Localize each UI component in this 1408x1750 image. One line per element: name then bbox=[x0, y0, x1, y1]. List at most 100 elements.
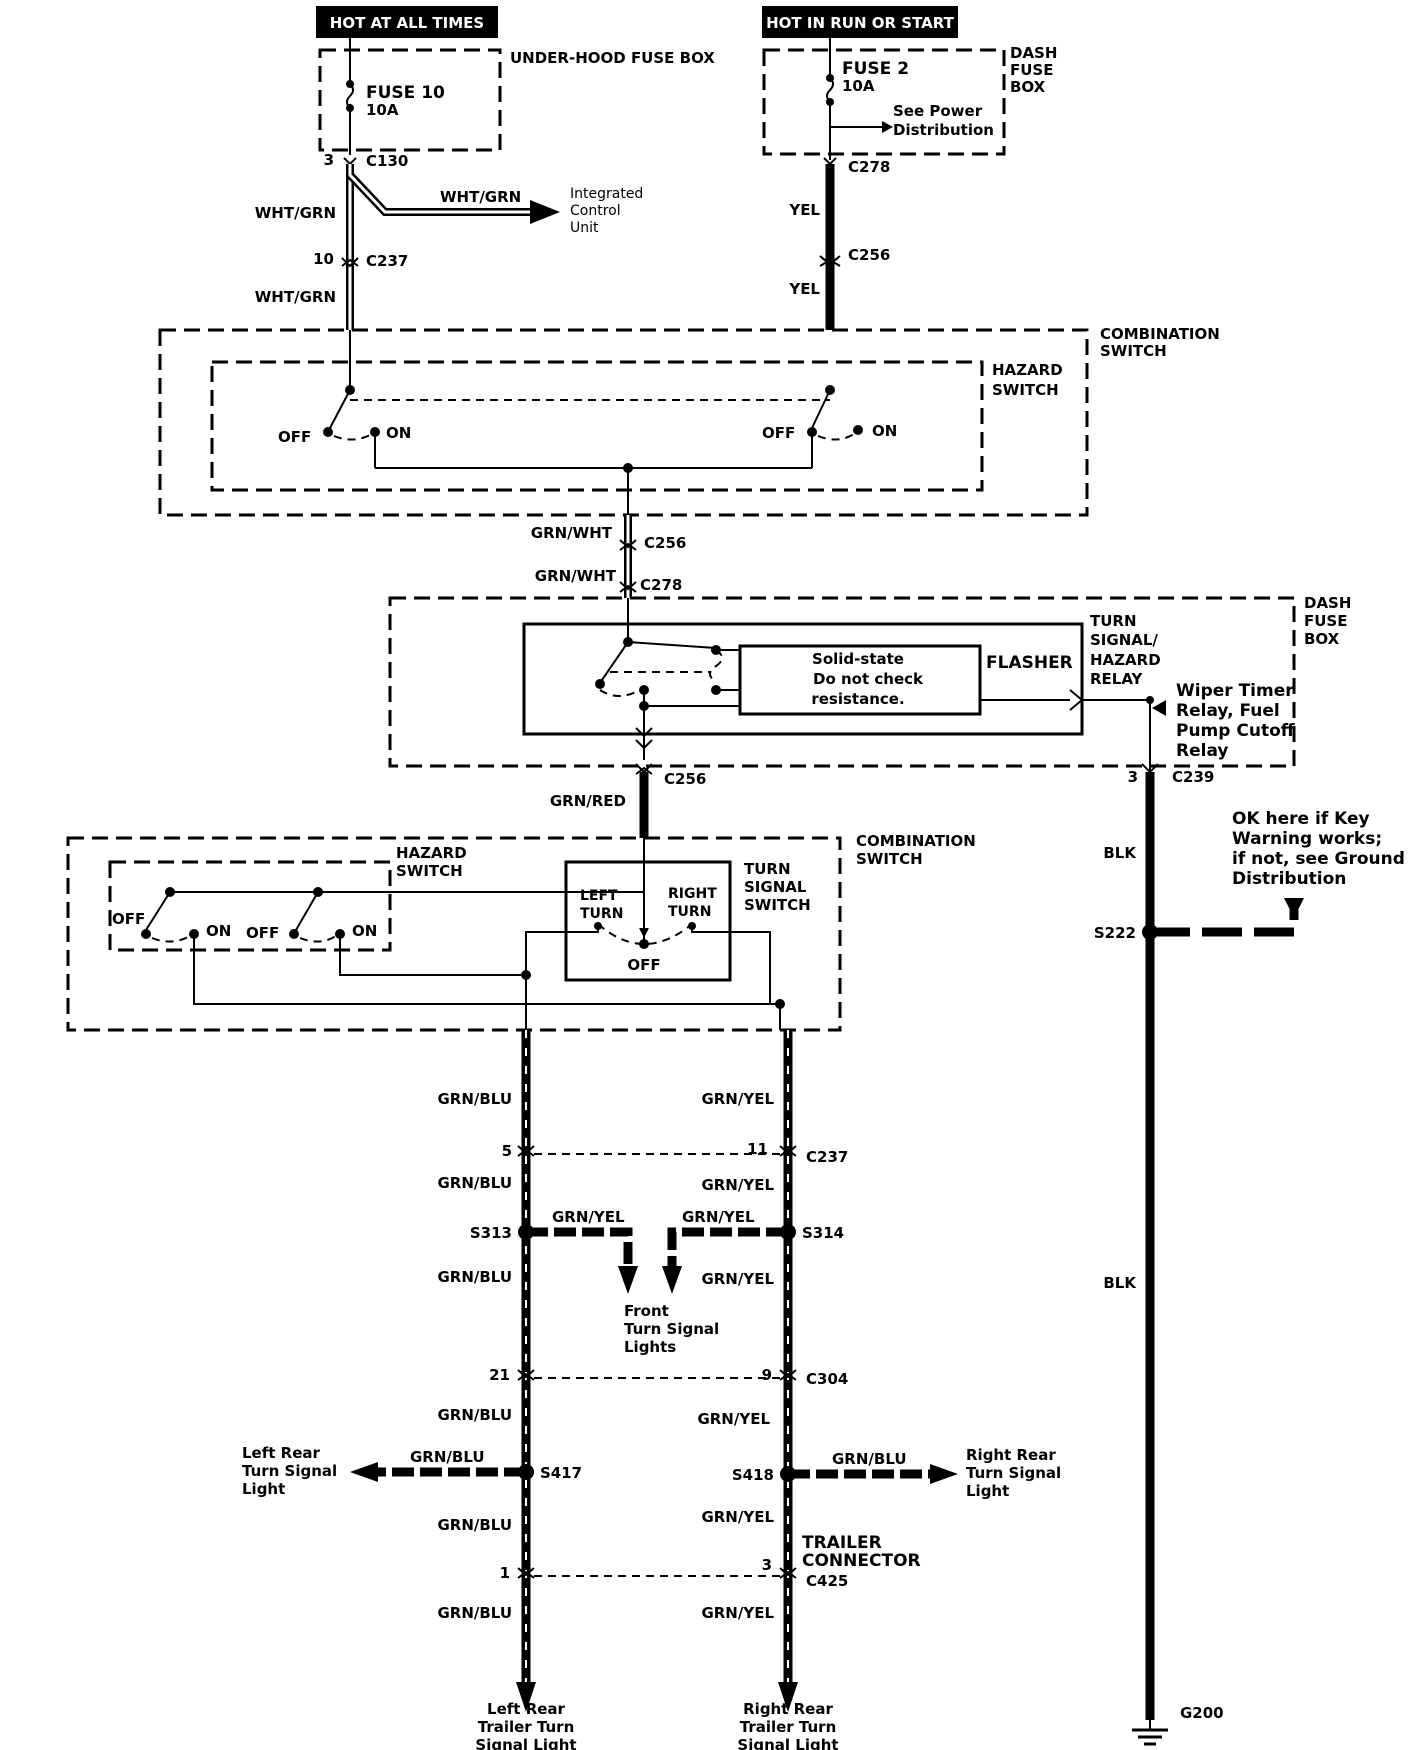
svg-text:TURN: TURN bbox=[1090, 612, 1137, 630]
svg-text:Light: Light bbox=[242, 1480, 285, 1498]
svg-text:CONNECTOR: CONNECTOR bbox=[802, 1551, 921, 1571]
svg-text:11: 11 bbox=[747, 1140, 768, 1158]
svg-text:Warning works;: Warning works; bbox=[1232, 829, 1382, 849]
grn-yel-circuit: GRN/YEL GRN/YEL GRN/YEL GRN/YEL GRN/YEL … bbox=[534, 1030, 1061, 1750]
svg-text:FLASHER: FLASHER bbox=[986, 653, 1073, 673]
svg-text:TURN: TURN bbox=[668, 904, 711, 920]
svg-text:Trailer Turn: Trailer Turn bbox=[740, 1718, 837, 1736]
combination-switch-top: COMBINATION SWITCH HAZARD SWITCH OFF ON … bbox=[158, 325, 1220, 517]
svg-text:Turn Signal: Turn Signal bbox=[624, 1320, 719, 1338]
svg-text:See Power: See Power bbox=[893, 102, 983, 120]
svg-text:BOX: BOX bbox=[1010, 78, 1046, 96]
yel-supply: C278 YEL C256 YEL bbox=[788, 157, 890, 330]
svg-text:3: 3 bbox=[1128, 768, 1138, 786]
fuse-2-label: FUSE 2 bbox=[842, 59, 909, 79]
svg-text:ON: ON bbox=[206, 922, 231, 940]
svg-text:C130: C130 bbox=[366, 152, 408, 170]
svg-text:Right Rear: Right Rear bbox=[966, 1446, 1056, 1464]
svg-text:ON: ON bbox=[352, 922, 377, 940]
svg-text:C256: C256 bbox=[644, 534, 686, 552]
svg-text:GRN/YEL: GRN/YEL bbox=[552, 1208, 625, 1226]
svg-text:C425: C425 bbox=[806, 1572, 848, 1590]
svg-text:Signal Light: Signal Light bbox=[475, 1736, 576, 1750]
hot-at-all-times-tab: HOT AT ALL TIMES bbox=[316, 6, 498, 38]
svg-text:ON: ON bbox=[386, 424, 411, 442]
svg-text:if not, see Ground: if not, see Ground bbox=[1232, 849, 1405, 869]
svg-text:Relay, Fuel: Relay, Fuel bbox=[1176, 701, 1280, 721]
svg-text:1: 1 bbox=[500, 1564, 510, 1582]
svg-text:GRN/BLU: GRN/BLU bbox=[437, 1174, 512, 1192]
blk-ground: 3 C239 BLK BLK S222 OK here if Key Warni… bbox=[1094, 763, 1405, 1746]
svg-text:ON: ON bbox=[872, 422, 897, 440]
svg-text:FUSE: FUSE bbox=[1010, 61, 1053, 79]
svg-text:SWITCH: SWITCH bbox=[992, 381, 1059, 399]
svg-text:HOT IN RUN OR START: HOT IN RUN OR START bbox=[766, 14, 955, 32]
svg-text:BOX: BOX bbox=[1304, 630, 1340, 648]
svg-text:3: 3 bbox=[762, 1556, 772, 1574]
svg-text:WHT/GRN: WHT/GRN bbox=[255, 288, 336, 306]
svg-text:C278: C278 bbox=[848, 158, 890, 176]
svg-text:21: 21 bbox=[489, 1366, 510, 1384]
svg-text:Pump Cutoff: Pump Cutoff bbox=[1176, 721, 1295, 741]
dash-fuse-box-top: DASH FUSE BOX FUSE 2 10A See Power Distr… bbox=[762, 38, 1057, 160]
svg-text:C304: C304 bbox=[806, 1370, 848, 1388]
svg-text:10: 10 bbox=[313, 250, 334, 268]
svg-text:3: 3 bbox=[324, 151, 334, 169]
svg-text:OFF: OFF bbox=[762, 424, 795, 442]
svg-text:Light: Light bbox=[966, 1482, 1009, 1500]
svg-text:Signal Light: Signal Light bbox=[737, 1736, 838, 1750]
svg-text:LEFT: LEFT bbox=[580, 888, 618, 904]
svg-text:C237: C237 bbox=[806, 1148, 848, 1166]
svg-text:DASH: DASH bbox=[1010, 44, 1057, 62]
svg-text:DASH: DASH bbox=[1304, 594, 1351, 612]
turn-signal-hazard-relay: DASH FUSE BOX TURN SIGNAL/ HAZARD RELAY … bbox=[388, 594, 1351, 770]
svg-text:S418: S418 bbox=[732, 1466, 774, 1484]
svg-text:Distribution: Distribution bbox=[1232, 869, 1346, 889]
svg-text:OK here if Key: OK here if Key bbox=[1232, 809, 1370, 829]
svg-text:UNDER-HOOD FUSE BOX: UNDER-HOOD FUSE BOX bbox=[510, 49, 715, 67]
svg-text:GRN/YEL: GRN/YEL bbox=[697, 1410, 770, 1428]
svg-text:COMBINATION: COMBINATION bbox=[856, 832, 976, 850]
svg-text:GRN/YEL: GRN/YEL bbox=[701, 1270, 774, 1288]
svg-text:10A: 10A bbox=[366, 101, 399, 119]
svg-text:SWITCH: SWITCH bbox=[396, 862, 463, 880]
svg-text:SIGNAL/: SIGNAL/ bbox=[1090, 631, 1158, 649]
svg-text:FUSE: FUSE bbox=[1304, 612, 1347, 630]
svg-text:C256: C256 bbox=[848, 246, 890, 264]
svg-text:OFF: OFF bbox=[627, 956, 660, 974]
svg-text:BLK: BLK bbox=[1103, 1274, 1137, 1292]
svg-text:YEL: YEL bbox=[788, 280, 820, 298]
svg-text:Wiper Timer: Wiper Timer bbox=[1176, 681, 1294, 701]
svg-text:GRN/BLU: GRN/BLU bbox=[437, 1406, 512, 1424]
svg-text:HAZARD: HAZARD bbox=[992, 361, 1063, 379]
svg-text:resistance.: resistance. bbox=[811, 690, 904, 708]
svg-text:SWITCH: SWITCH bbox=[744, 896, 811, 914]
svg-text:TRAILER: TRAILER bbox=[802, 1533, 882, 1553]
svg-text:GRN/BLU: GRN/BLU bbox=[832, 1450, 907, 1468]
svg-text:Front: Front bbox=[624, 1302, 669, 1320]
svg-text:GRN/BLU: GRN/BLU bbox=[410, 1448, 485, 1466]
svg-text:Control: Control bbox=[570, 203, 621, 219]
underhood-fuse-box: UNDER-HOOD FUSE BOX FUSE 10 10A bbox=[318, 38, 715, 155]
svg-text:Unit: Unit bbox=[570, 220, 599, 236]
svg-text:Turn Signal: Turn Signal bbox=[966, 1464, 1061, 1482]
svg-text:S314: S314 bbox=[802, 1224, 844, 1242]
svg-text:Left Rear: Left Rear bbox=[242, 1444, 320, 1462]
svg-text:GRN/BLU: GRN/BLU bbox=[437, 1516, 512, 1534]
svg-text:Relay: Relay bbox=[1176, 741, 1228, 761]
svg-text:Lights: Lights bbox=[624, 1338, 676, 1356]
svg-text:GRN/YEL: GRN/YEL bbox=[682, 1208, 755, 1226]
svg-text:HAZARD: HAZARD bbox=[1090, 651, 1161, 669]
svg-text:Turn Signal: Turn Signal bbox=[242, 1462, 337, 1480]
svg-text:WHT/GRN: WHT/GRN bbox=[255, 204, 336, 222]
svg-text:GRN/YEL: GRN/YEL bbox=[701, 1604, 774, 1622]
svg-text:GRN/BLU: GRN/BLU bbox=[437, 1604, 512, 1622]
svg-text:HOT AT ALL TIMES: HOT AT ALL TIMES bbox=[330, 14, 484, 32]
svg-text:C237: C237 bbox=[366, 252, 408, 270]
svg-text:SIGNAL: SIGNAL bbox=[744, 878, 807, 896]
svg-text:Solid-state: Solid-state bbox=[812, 650, 904, 668]
svg-text:10A: 10A bbox=[842, 77, 875, 95]
svg-text:Trailer Turn: Trailer Turn bbox=[478, 1718, 575, 1736]
svg-text:C256: C256 bbox=[664, 770, 706, 788]
